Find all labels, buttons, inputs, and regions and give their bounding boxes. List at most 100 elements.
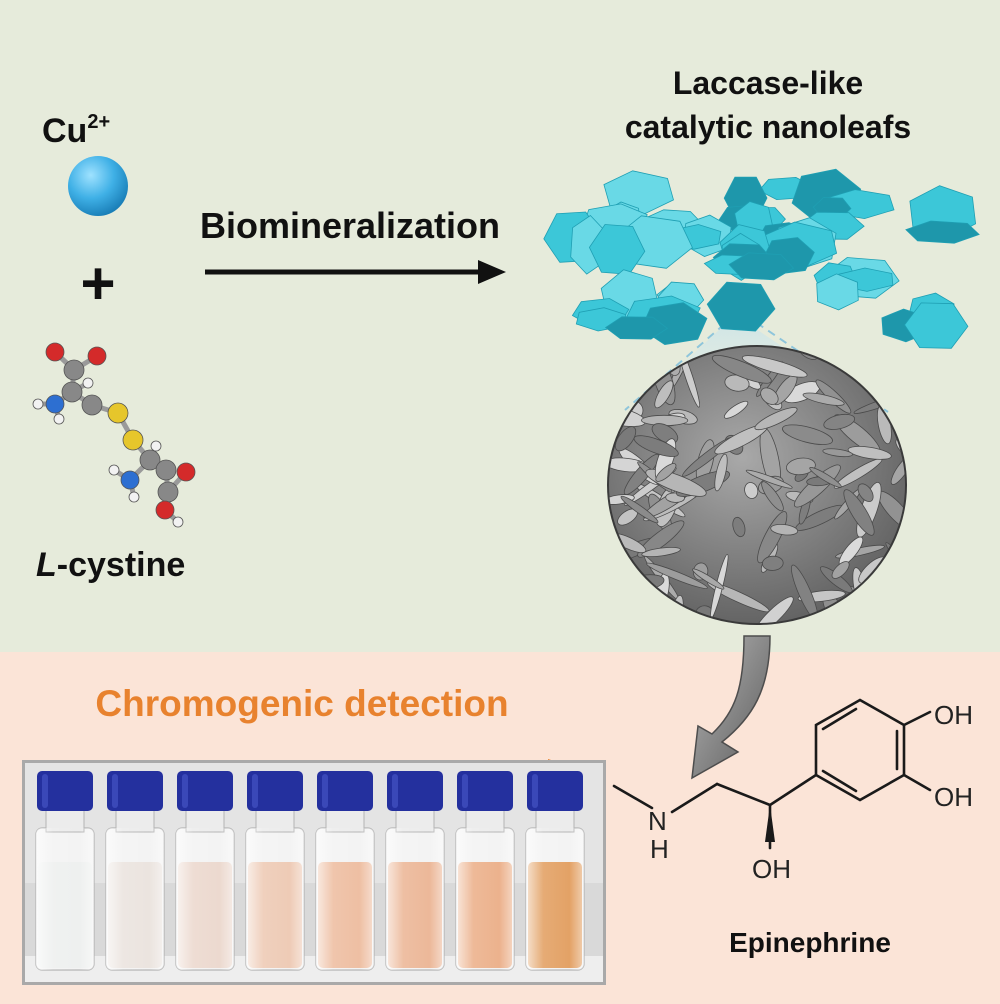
vial-4 xyxy=(245,771,305,971)
vial-cap-shine xyxy=(112,774,118,808)
amine-n: N xyxy=(648,806,667,836)
molecule-atom xyxy=(108,464,120,476)
detection-label: Chromogenic detection xyxy=(95,683,508,724)
vial-6 xyxy=(385,771,445,971)
nanoleaf xyxy=(728,252,795,281)
sem-flake xyxy=(745,469,793,489)
sem-flake xyxy=(732,516,746,538)
molecule-atom xyxy=(61,381,83,403)
sem-flake xyxy=(785,457,816,476)
sem-flake xyxy=(741,355,808,378)
vial-cap xyxy=(177,771,233,811)
molecule-atom xyxy=(45,342,65,362)
sem-flake xyxy=(843,489,875,536)
vial-highlight xyxy=(36,828,94,970)
molecule-atom xyxy=(157,481,179,503)
vial-highlight xyxy=(316,828,374,970)
molecule-atom xyxy=(32,398,44,410)
vial-cap-shine xyxy=(42,774,48,808)
sem-flake xyxy=(646,562,708,589)
sem-flake xyxy=(761,481,784,512)
vial-highlight xyxy=(106,828,164,970)
vial-7 xyxy=(455,771,515,971)
molecule-atom xyxy=(81,394,103,416)
vial-highlight xyxy=(526,828,584,970)
sem-flake xyxy=(623,453,660,495)
zoom-guide-left xyxy=(624,314,736,411)
sem-flake xyxy=(633,435,679,457)
vial-highlight xyxy=(246,828,304,970)
nanoleaf xyxy=(604,316,668,340)
vial-2 xyxy=(105,771,165,971)
sem-flake xyxy=(809,467,842,488)
sem-flake xyxy=(847,446,892,460)
nanoleaf xyxy=(816,273,859,311)
vial-1 xyxy=(35,771,95,971)
molecule-atom xyxy=(107,402,129,424)
sem-flake xyxy=(822,448,853,458)
molecule-atom xyxy=(87,346,107,366)
vial-cap-shine xyxy=(392,774,398,808)
vial-cap xyxy=(247,771,303,811)
sem-flake xyxy=(637,520,685,558)
sem-flake xyxy=(802,392,845,406)
sem-flake xyxy=(723,400,749,419)
vial-8 xyxy=(525,771,585,971)
sem-flake xyxy=(692,568,725,590)
oh-bottom: OH xyxy=(752,854,791,884)
molecule-atom xyxy=(45,394,65,414)
epinephrine-label: Epinephrine xyxy=(729,927,891,958)
vial-cap-shine xyxy=(182,774,188,808)
vial-3 xyxy=(175,771,235,971)
sem-flake xyxy=(711,354,772,384)
product-label-line2: catalytic nanoleafs xyxy=(625,109,911,145)
amine-h: H xyxy=(650,834,669,864)
molecule-atom xyxy=(172,516,184,528)
vial-highlight xyxy=(456,828,514,970)
molecule-atom xyxy=(150,440,162,452)
sem-flake xyxy=(754,407,798,431)
product-label-line1: Laccase-like xyxy=(673,65,863,101)
molecule-atom xyxy=(63,359,85,381)
curved-arrow xyxy=(691,635,771,780)
molecule-atom xyxy=(82,377,94,389)
molecule-atom xyxy=(122,429,144,451)
sem-flake xyxy=(714,453,728,492)
sem-flake xyxy=(744,482,759,499)
cystine-molecule-model xyxy=(32,342,196,528)
molecule-atom xyxy=(155,459,177,481)
vial-cap-shine xyxy=(252,774,258,808)
vial-highlight xyxy=(176,828,234,970)
sem-flake xyxy=(782,424,833,445)
biomineralization-label: Biomineralization xyxy=(200,205,500,246)
sem-flake xyxy=(620,495,659,524)
vial-cap-shine xyxy=(322,774,328,808)
nanoleaf xyxy=(905,220,980,244)
sem-flake xyxy=(615,426,637,452)
oh-top: OH xyxy=(934,700,973,730)
vial-photo xyxy=(22,760,606,985)
molecule-atom xyxy=(176,462,196,482)
nanoleaf xyxy=(706,281,776,332)
molecule-atom xyxy=(120,470,140,490)
vial-5 xyxy=(315,771,375,971)
sem-flake xyxy=(754,596,794,623)
cystine-label: L-cystine xyxy=(36,546,185,584)
vial-cap xyxy=(317,771,373,811)
plus-sign: + xyxy=(80,250,115,317)
sem-flake xyxy=(655,463,677,482)
sem-flake xyxy=(857,483,874,502)
vial-highlight xyxy=(386,828,444,970)
sem-flake xyxy=(770,523,799,536)
sem-flake xyxy=(760,387,779,405)
sem-flake xyxy=(831,561,850,579)
cu-label: Cu2+ xyxy=(42,111,110,150)
reaction-arrow-head xyxy=(478,260,506,284)
vial-cap xyxy=(457,771,513,811)
cu-ion-sphere xyxy=(68,156,128,216)
vial-cap-shine xyxy=(532,774,538,808)
sem-flake xyxy=(641,546,681,558)
vial-cap xyxy=(107,771,163,811)
